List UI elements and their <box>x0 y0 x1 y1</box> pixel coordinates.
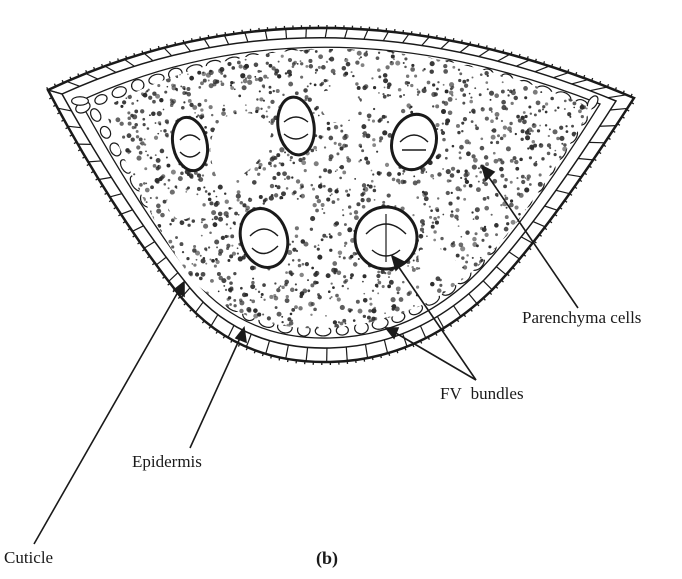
panel-label: (b) <box>316 548 338 569</box>
epidermis-leader <box>190 328 246 448</box>
fv-bundle <box>355 207 417 269</box>
cuticle-label: Cuticle <box>4 548 53 568</box>
fv-bundles-label: FV bundles <box>440 384 524 404</box>
parenchyma-cells-label: Parenchyma cells <box>522 308 641 328</box>
cuticle-leader <box>34 282 184 544</box>
epidermis-label: Epidermis <box>132 452 202 472</box>
